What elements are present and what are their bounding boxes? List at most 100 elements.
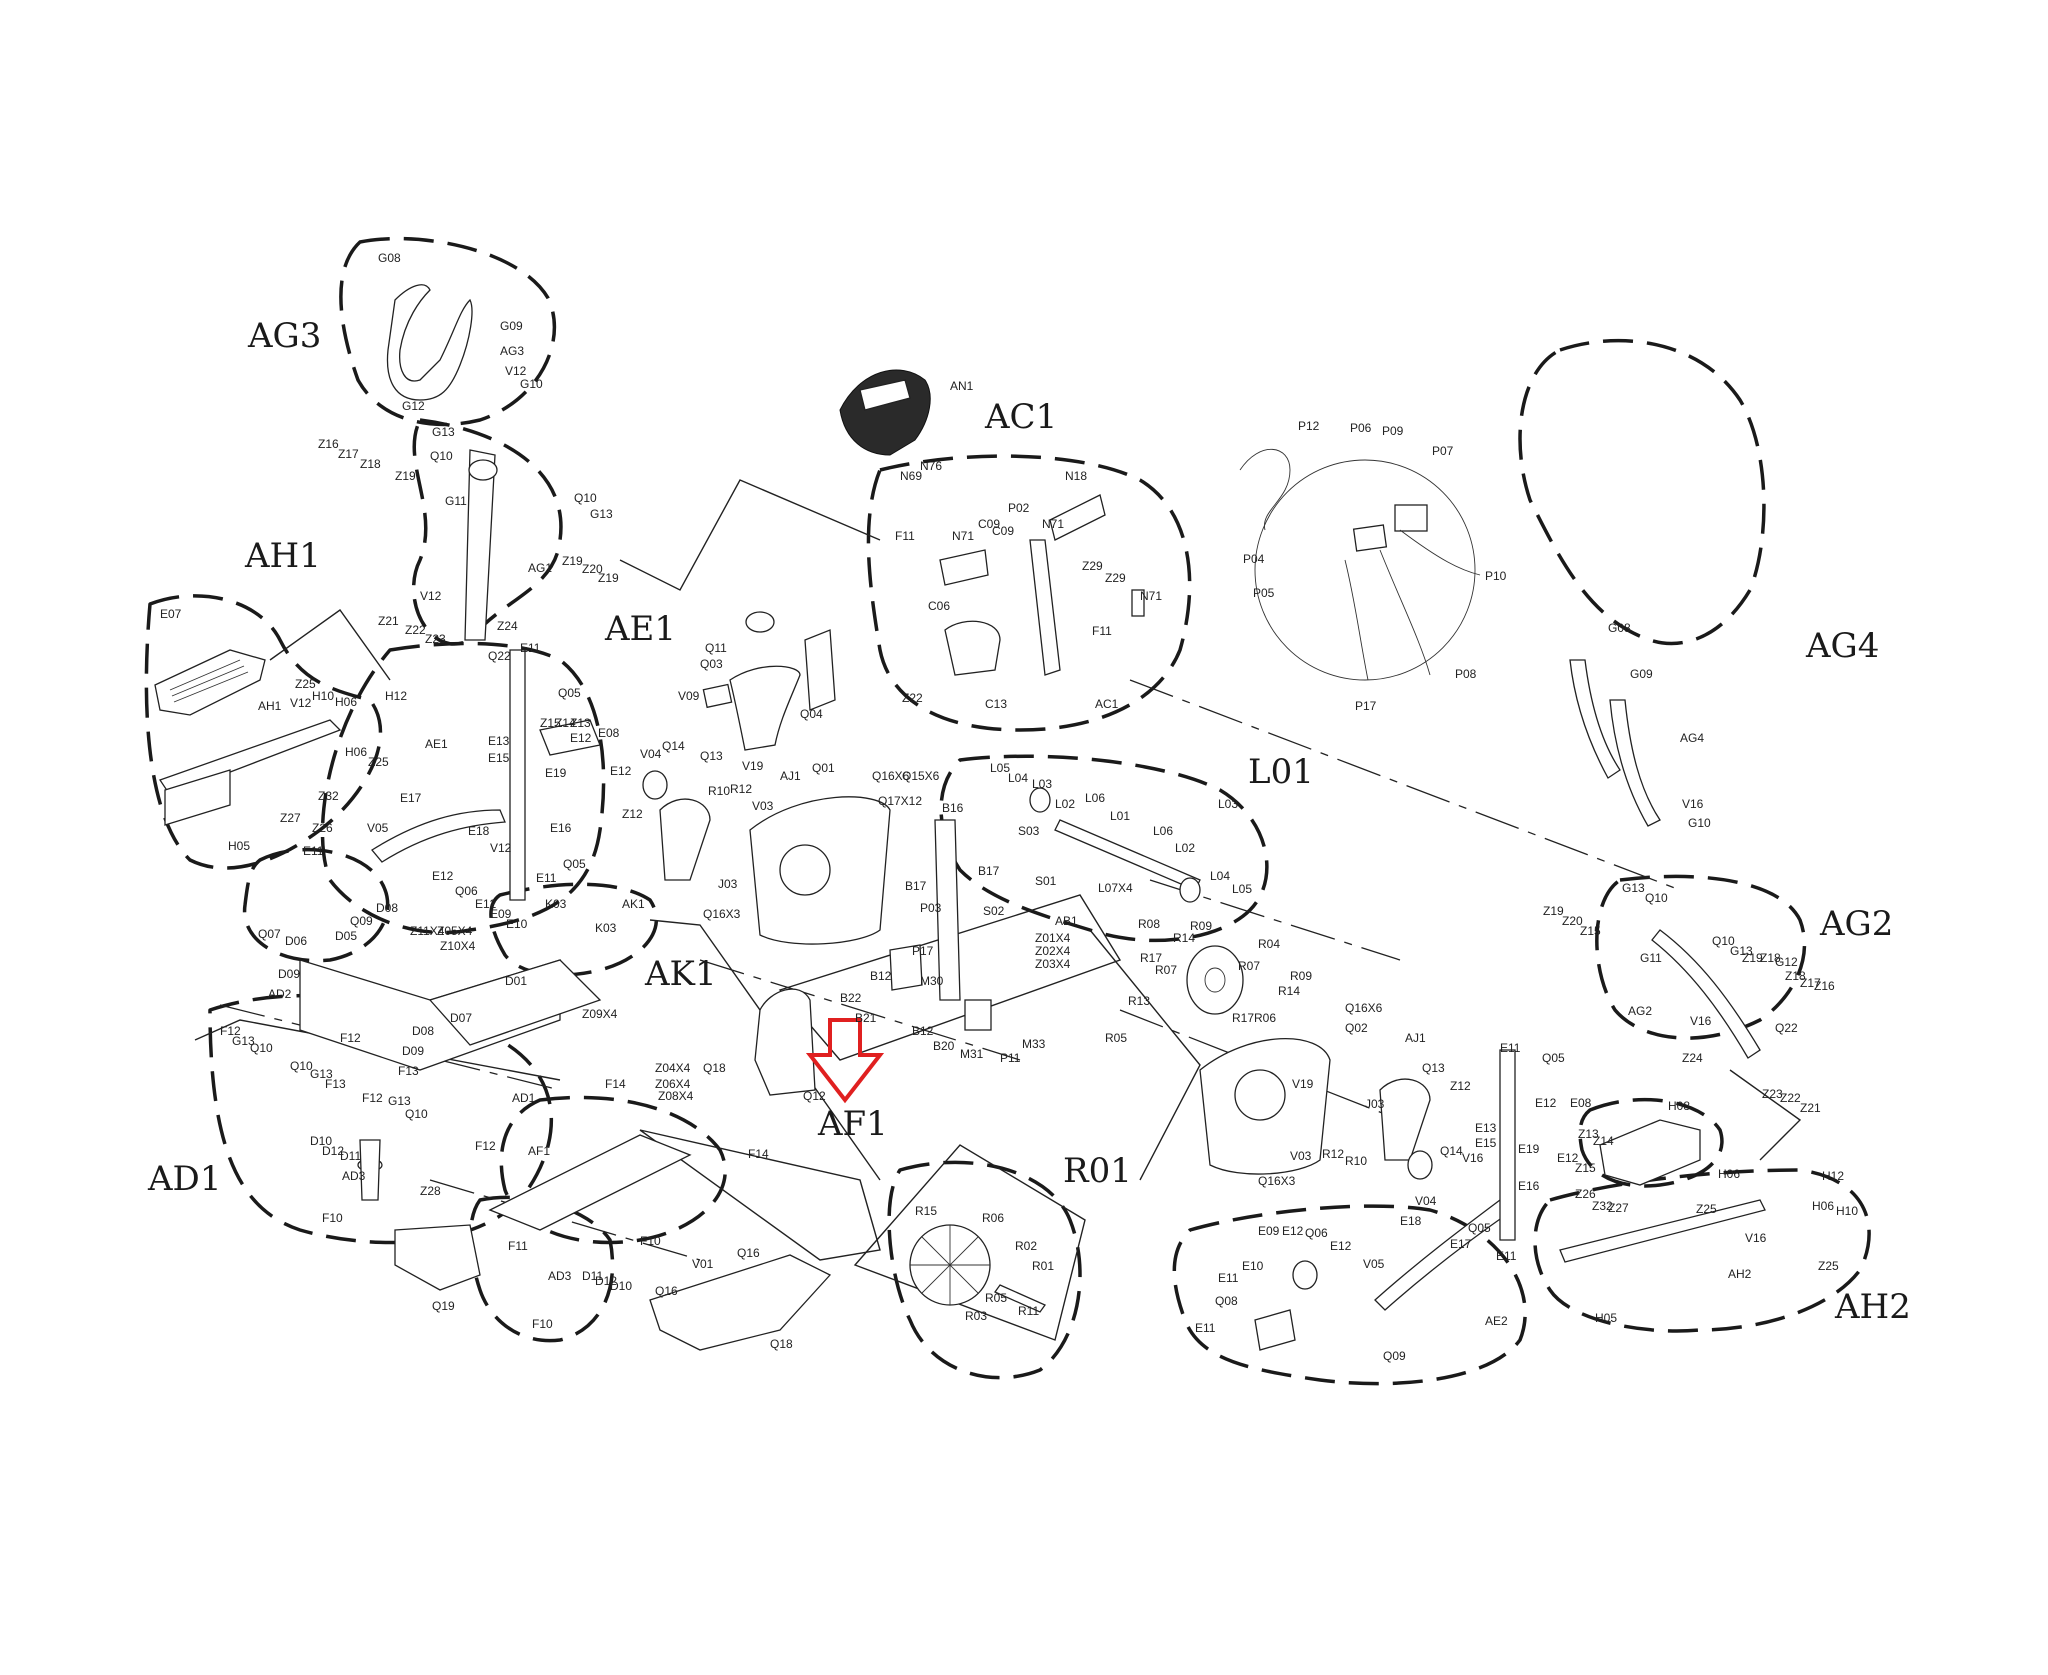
part-label: E12 [610,764,632,778]
part-label: F10 [532,1317,553,1331]
part-label: R06 [982,1211,1004,1225]
part-label: Z22 [1780,1091,1801,1105]
connector-ad1 [194,1019,561,1081]
boundary-h08 [1578,1097,1724,1188]
console-an1 [839,369,931,456]
part-label: Q05 [1542,1051,1565,1065]
part-label: Q03 [700,657,723,671]
part-label: C13 [985,697,1007,711]
part-label: Q05 [558,686,581,700]
part-label: L02 [1055,797,1075,811]
console-screen-an1 [859,379,911,411]
connector-ah1 [269,609,391,681]
part-label: R02 [1015,1239,1037,1253]
stabilizer-q18 [649,1254,832,1351]
part-label: E08 [598,726,620,740]
part-label: E15 [488,751,510,765]
part-label: Q05 [563,857,586,871]
part-label: D09 [402,1044,424,1058]
part-label: L04 [1008,771,1028,785]
part-label: E09 [1258,1224,1280,1238]
part-label: F12 [220,1024,241,1038]
part-label: G13 [232,1034,255,1048]
boundary-ae1-lower [242,847,390,963]
part-label: R14 [1173,931,1195,945]
part-label: G13 [590,507,613,521]
part-label: R15 [915,1204,937,1218]
part-label: P04 [1243,552,1265,566]
sensor-n71 [1131,589,1145,617]
part-label: AK1 [622,897,645,911]
handle-ag4 [1569,659,1621,779]
part-label: G13 [1622,881,1645,895]
part-label: G08 [378,251,401,265]
part-label: K03 [545,897,567,911]
part-label: Q13 [1422,1061,1445,1075]
highlight-arrow [805,1018,885,1104]
part-label: L06 [1085,791,1105,805]
part-label: P07 [1432,444,1454,458]
part-label: E12 [1535,1096,1557,1110]
bearing-l03 [1029,787,1051,813]
part-label: B12 [912,1024,934,1038]
label-ag2: AG2 [1819,904,1893,944]
part-label: Z25 [1818,1259,1839,1273]
part-label: Q01 [812,761,835,775]
part-label: Z08X4 [658,1089,694,1103]
part-label: M31 [960,1047,984,1061]
part-label: Q10 [574,491,597,505]
boundary-r01 [887,1160,1082,1380]
part-label: F14 [748,1147,769,1161]
part-label: Z20 [582,562,603,576]
part-label: C06 [928,599,950,613]
part-label: G08 [1608,621,1631,635]
part-label: Q05 [1468,1221,1491,1235]
part-label: B21 [855,1011,877,1025]
part-label: P09 [1382,424,1404,438]
foot-ad3 [359,1139,381,1201]
part-label: Z25 [1696,1202,1717,1216]
part-label: N71 [1140,589,1162,603]
part-label: V16 [1682,797,1704,811]
part-label: R12 [1322,1147,1344,1161]
cable-p17 [1344,559,1369,681]
part-label: R14 [1278,984,1300,998]
boundary-ak1 [489,882,658,977]
part-label: J03 [1365,1097,1385,1111]
part-label: Z01X4 [1035,931,1071,945]
part-label: L03 [1218,797,1238,811]
part-label: F13 [398,1064,419,1078]
part-label: Z14 [1593,1134,1614,1148]
part-label: AD2 [268,987,292,1001]
part-label: AG3 [500,344,524,358]
part-label: Z32 [318,789,339,803]
part-label: R11 [1018,1304,1039,1318]
part-label: Q16X3 [1258,1174,1296,1188]
part-label: P12 [1298,419,1320,433]
part-label: Z17 [338,447,359,461]
part-label: R03 [965,1309,987,1323]
group-labels: AG3 AH1 AE1 AC1 AK1 AF1 R01 AD1 L01 AG4 … [147,316,1911,1327]
part-label: E11 [1195,1321,1216,1335]
part-label: D10 [310,1134,332,1148]
part-label: AJ1 [1405,1031,1426,1045]
label-af1: AF1 [817,1104,888,1144]
part-label: D10 [610,1279,632,1293]
part-label: V04 [1415,1194,1437,1208]
bushing-q06 [1292,1260,1318,1290]
part-label: G09 [500,319,523,333]
part-label: N76 [920,459,942,473]
part-label: Z23 [425,632,446,646]
part-label: AH2 [1728,1267,1752,1281]
part-label: Q16X6 [872,769,910,783]
part-label: G12 [402,399,425,413]
part-label: Q06 [1305,1226,1328,1240]
handle-n71 [939,549,989,586]
part-label: H06 [345,745,367,759]
part-label: E16 [1518,1179,1540,1193]
part-label: D08 [376,901,398,915]
part-label: L06 [1153,824,1173,838]
part-label: Z26 [1575,1187,1596,1201]
part-label: Q09 [1383,1349,1406,1363]
part-label: E07 [160,607,182,621]
